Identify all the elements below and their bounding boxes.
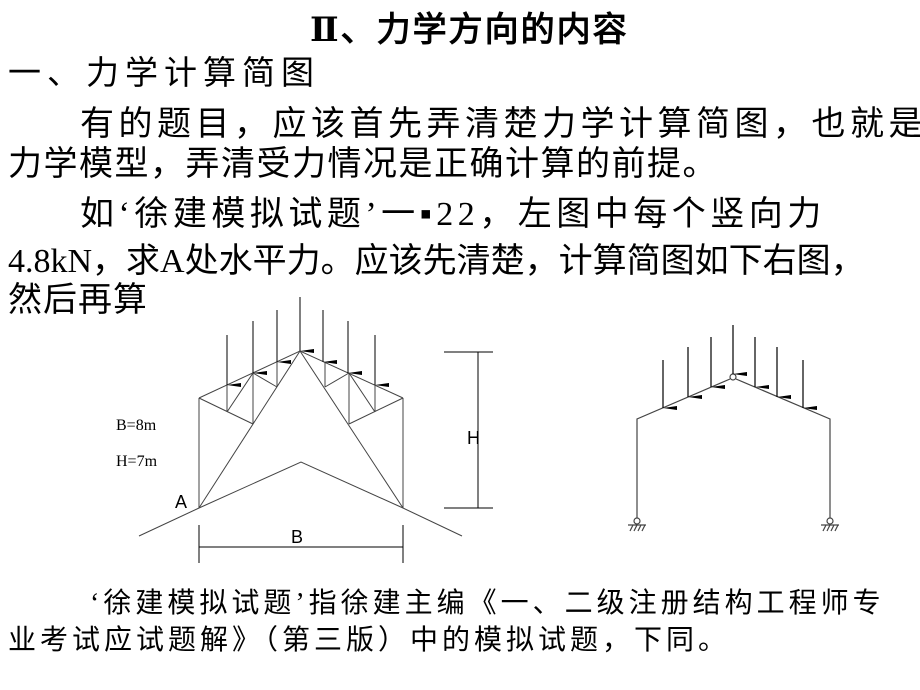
load-arrows bbox=[226, 297, 389, 387]
left-truss-members bbox=[198, 362, 278, 425]
top-chords bbox=[198, 350, 404, 399]
left-truss-figure bbox=[138, 297, 493, 563]
section-heading: 一、力学计算简图 bbox=[8, 56, 320, 92]
right-frame-figure bbox=[628, 325, 839, 532]
paragraph-line: 然后再算 bbox=[8, 282, 148, 319]
paragraph-line: 力学模型，弄清受力情况是正确计算的前提。 bbox=[8, 146, 718, 183]
param-b: B=8m bbox=[116, 417, 157, 434]
frame bbox=[636, 378, 831, 521]
note-line: ‘徐建模拟试题’指徐建主编《一、二级注册结构工程师专 bbox=[90, 588, 885, 619]
paragraph-line: 4.8kN，求A处水平力。应该先清楚，计算简图如下右图， bbox=[8, 243, 865, 280]
height-label: H bbox=[467, 428, 480, 448]
ground-line bbox=[138, 461, 463, 537]
paragraph-line: 如‘徐建模拟试题’一▪22，左图中每个竖向力 bbox=[80, 196, 826, 233]
point-a-label: A bbox=[175, 492, 187, 512]
param-h: H=7m bbox=[116, 453, 158, 470]
width-label: B bbox=[291, 527, 303, 547]
note-line: 业考试应试题解》（第三版）中的模拟试题，下同。 bbox=[8, 625, 731, 656]
right-truss-members bbox=[324, 362, 404, 425]
load-arrows bbox=[662, 325, 817, 410]
left-pin-support bbox=[628, 517, 646, 532]
main-diagonals bbox=[198, 350, 404, 509]
ridge-hinge bbox=[729, 373, 737, 381]
slide-title: Ⅱ、力学方向的内容 bbox=[310, 12, 629, 49]
width-dimension bbox=[198, 525, 404, 563]
diagram-background bbox=[145, 288, 175, 318]
columns bbox=[198, 398, 404, 508]
paragraph-line: 有的题目，应该首先弄清楚力学计算简图，也就是 bbox=[80, 106, 920, 143]
right-pin-support bbox=[821, 517, 839, 532]
height-dimension bbox=[444, 351, 493, 509]
